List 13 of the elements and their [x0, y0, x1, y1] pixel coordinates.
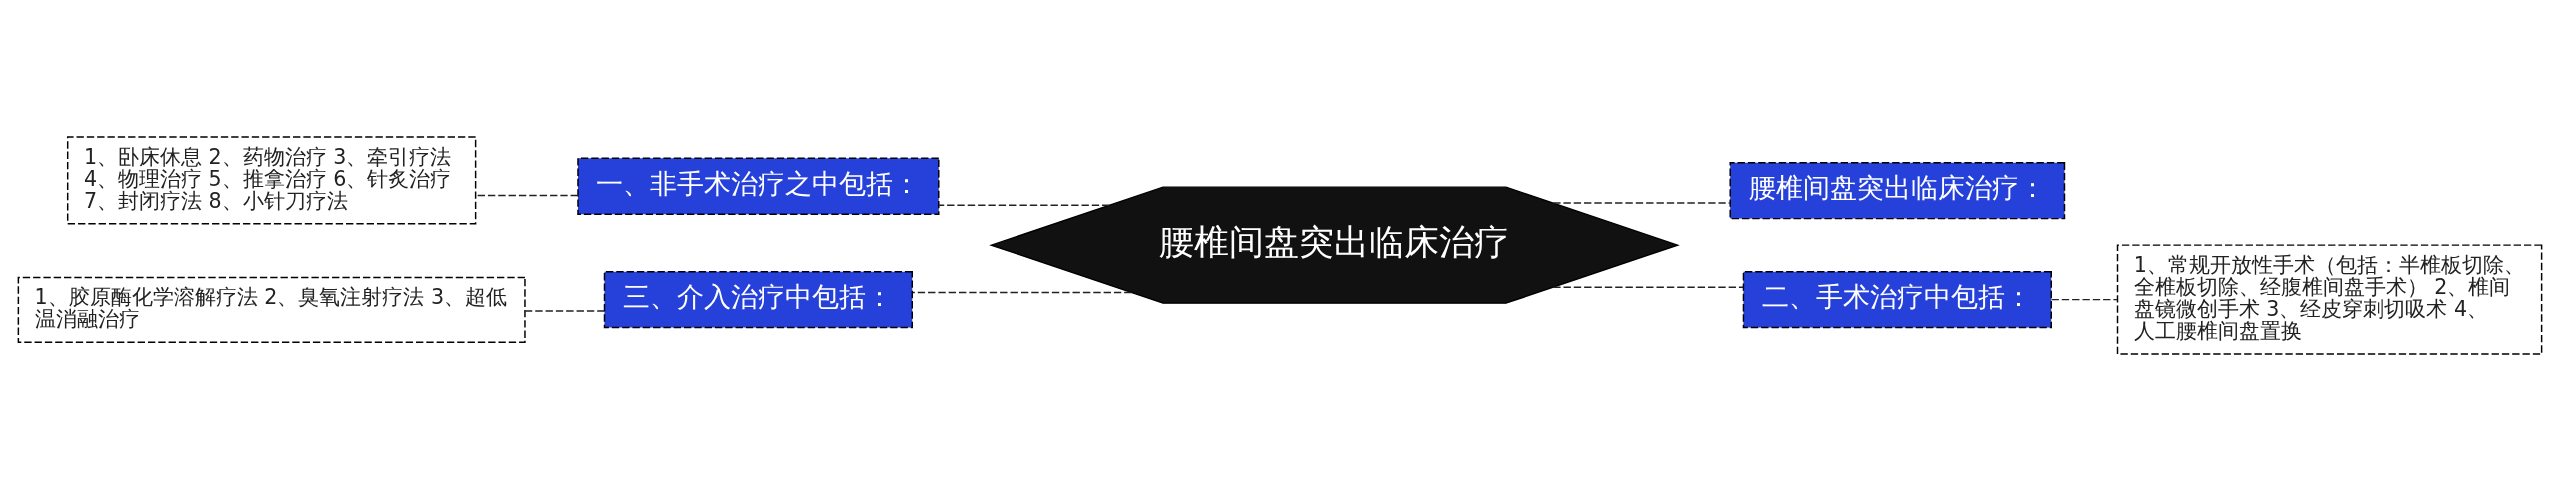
node-box: 二、手术治疗中包括：: [1742, 270, 2052, 328]
node-box: 1、胶原酶化学溶解疗法 2、臭氧注射疗法 3、超低温消融治疗: [17, 276, 526, 343]
node-box: 腰椎间盘突出临床治疗：: [1729, 161, 2066, 219]
connector: [2050, 298, 2118, 300]
connector: [938, 204, 1110, 206]
connector: [524, 309, 606, 312]
node-box: 1、卧床休息 2、药物治疗 3、牵引疗法 4、物理治疗 5、推拿治疗 6、针炙治疗 7、封闭疗法 8、小针刀疗法: [66, 135, 477, 224]
node-box: 1、常规开放性手术（包括：半椎板切除、全椎板切除、经腹椎间盘手术） 2、椎间盘镜微创手术 3、经皮穿刺切吸术 4、人工腰椎间盘置换: [2116, 243, 2543, 355]
node-box: 一、非手术治疗之中包括：: [577, 157, 940, 215]
connector: [1552, 201, 1731, 204]
connector: [1552, 286, 1745, 288]
connector: [911, 291, 1133, 293]
node-box: 三、介入治疗中包括：: [603, 270, 913, 328]
